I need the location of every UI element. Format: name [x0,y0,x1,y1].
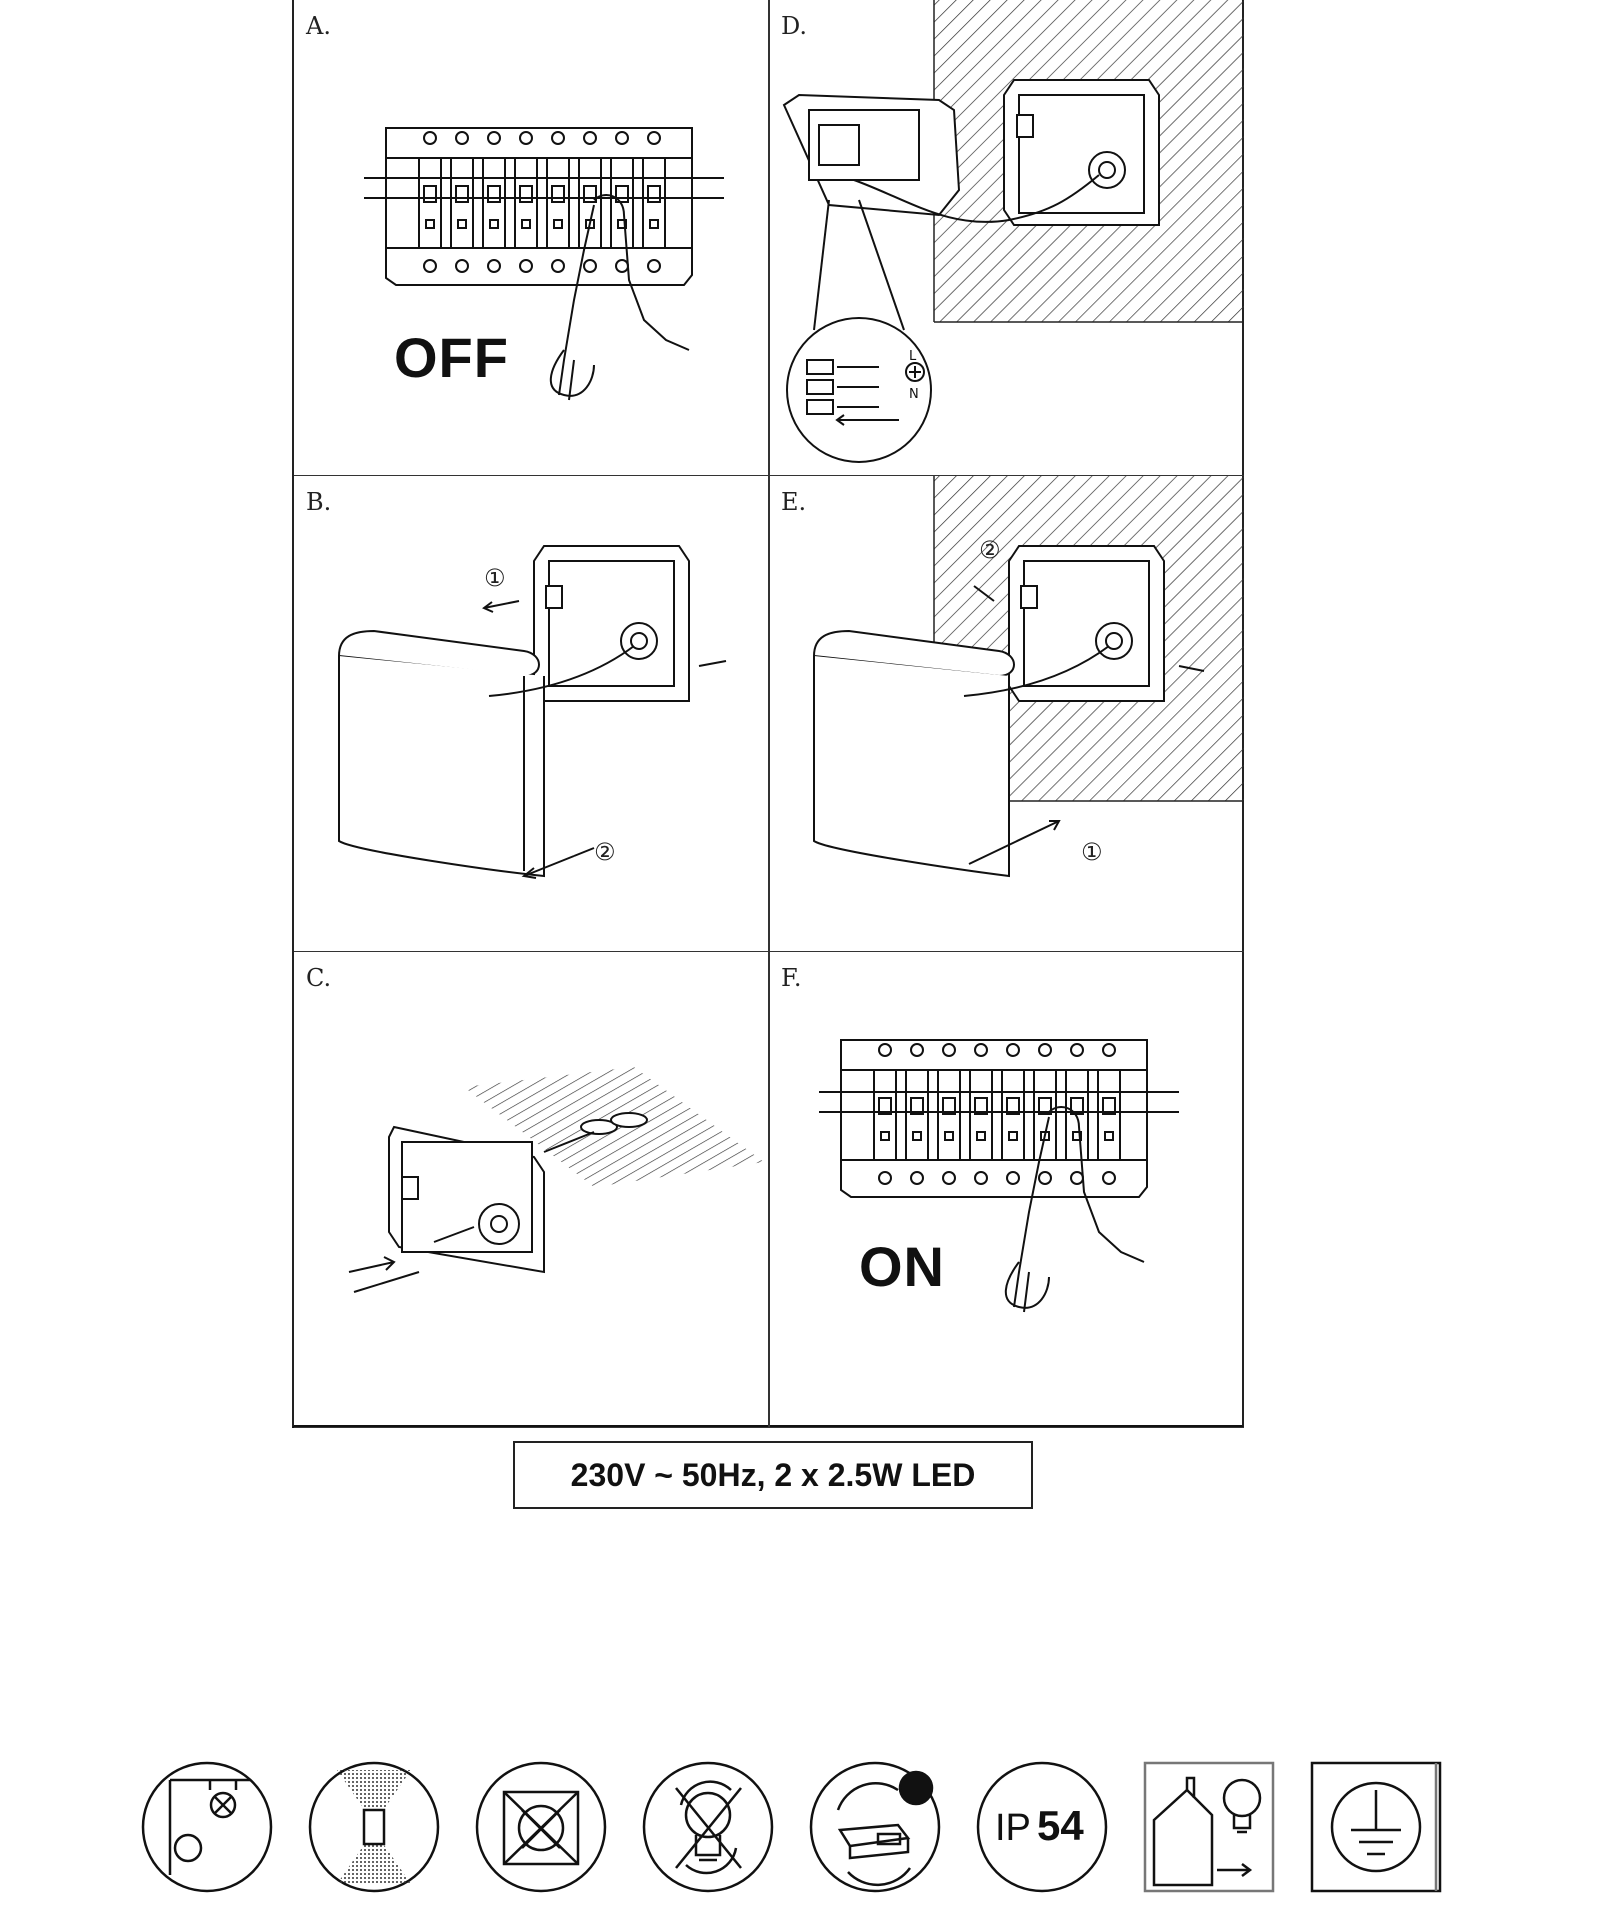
indoor-outdoor-use-icon [1142,1760,1276,1894]
led-not-replaceable-icon [641,1760,775,1894]
earth-ground-icon [1309,1760,1443,1894]
step-marker-1: ① [484,564,506,592]
panel-label: E. [781,488,807,516]
panel-c: C. [294,952,769,1428]
ip-rating-icon: IP 54 [975,1760,1109,1894]
panel-f: F. ON [769,952,1244,1428]
instruction-grid: A. OFF [292,0,1244,1428]
product-icon-row: IP 54 [140,1760,1460,1905]
wall-mount-distance-icon [140,1760,274,1894]
panel-label: F. [781,964,802,992]
panel-b: B. ① ② [294,476,769,952]
attach-cover-drawing: ② ① [812,476,1244,878]
breaker-panel-drawing [819,1039,1179,1313]
off-label: OFF [394,326,509,389]
no-cover-insulation-icon [474,1760,608,1894]
panel-a: A. OFF [294,0,769,476]
ip-prefix: IP [995,1807,1031,1849]
ip-number: 54 [1037,1802,1084,1849]
panel-label: D. [781,12,808,40]
live-terminal-label: L [909,349,917,364]
neutral-terminal-label: N [909,387,919,402]
step-marker-2: ② [979,536,1001,564]
specification-box: 230V ~ 50Hz, 2 x 2.5W LED [513,1441,1033,1509]
remove-cover-drawing: ① ② [337,545,727,879]
mount-backplate-drawing [348,1067,764,1293]
breaker-panel-drawing [364,127,724,401]
panel-label: B. [306,488,332,516]
grid-divider-vertical [769,0,770,1428]
panel-label: A. [306,12,331,40]
panel-label: C. [306,964,332,992]
up-down-light-icon [307,1760,441,1894]
panel-d: D. [769,0,1244,476]
wiring-connection-drawing: L N [782,0,1244,463]
panel-e: E. [769,476,1244,952]
on-label: ON [859,1235,945,1298]
step-marker-2: ② [594,838,616,866]
step-marker-1: ① [1081,838,1103,866]
rotatable-junction-box-icon [808,1760,942,1894]
